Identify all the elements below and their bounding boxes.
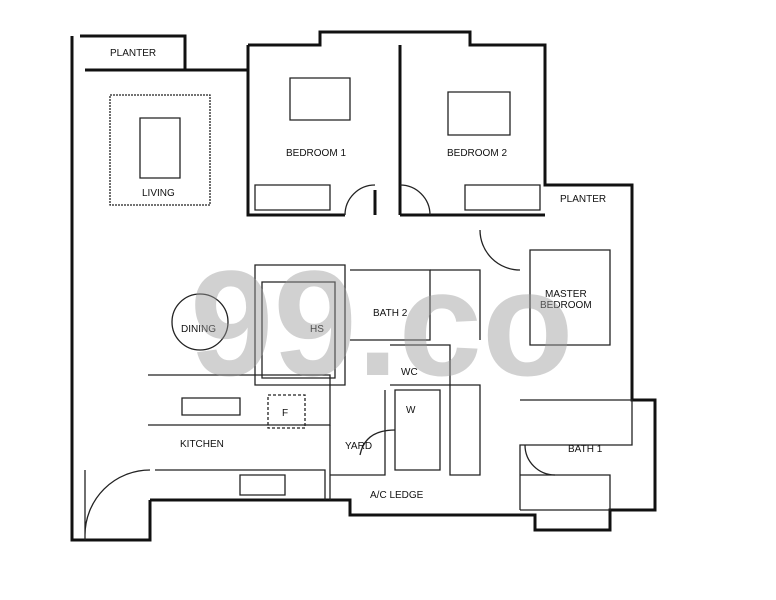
label-bath-1: BATH 1: [568, 444, 603, 455]
room-labels: PLANTER BEDROOM 1 BEDROOM 2 PLANTER LIVI…: [110, 48, 606, 501]
label-bedroom-2: BEDROOM 2: [447, 148, 507, 159]
label-living: LIVING: [142, 188, 175, 199]
label-bedroom: BEDROOM: [540, 300, 592, 311]
label-wc: WC: [401, 367, 418, 378]
label-planter-right: PLANTER: [560, 194, 606, 205]
watermark-logo: 99.co: [190, 239, 574, 407]
label-dining: DINING: [181, 324, 216, 335]
walls: [70, 30, 657, 542]
label-yard: YARD: [345, 441, 372, 452]
label-master: MASTER: [545, 289, 587, 300]
label-fridge: F: [282, 408, 288, 419]
label-hs: HS: [310, 324, 324, 335]
label-bath-2: BATH 2: [373, 308, 408, 319]
watermark: 99.co: [190, 239, 574, 407]
label-kitchen: KITCHEN: [180, 439, 224, 450]
label-bedroom-1: BEDROOM 1: [286, 148, 346, 159]
label-planter-top: PLANTER: [110, 48, 156, 59]
label-washer: W: [406, 405, 416, 416]
label-ac-ledge: A/C LEDGE: [370, 490, 424, 501]
